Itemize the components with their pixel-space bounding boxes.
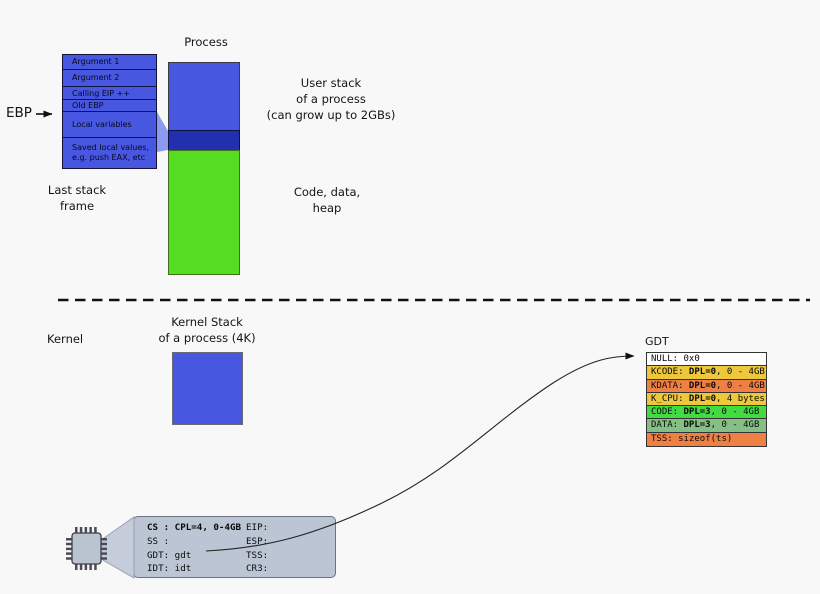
gdt-entry-label: KCODE:	[651, 367, 684, 378]
gdt-entry-label: CODE:	[651, 407, 679, 418]
register-ss: SS :	[147, 535, 170, 547]
process-title: Process	[184, 35, 228, 49]
gdt-row-tss: TSS: sizeof(ts)	[647, 432, 766, 447]
cpu-registers-right-column: EIP: ESP: TSS: CR3:	[246, 521, 268, 576]
gdt-entry-range: , 4 bytes	[716, 393, 765, 404]
gdt-entry-label: DATA:	[651, 420, 679, 431]
gdt-row-null: NULL: 0x0	[647, 353, 766, 367]
cpu-chip-icon	[66, 527, 107, 570]
register-esp: ESP:	[246, 535, 269, 547]
kernel-label: Kernel	[47, 332, 84, 346]
gdt-row-kcode: KCODE: DPL=0, 0 - 4GB	[647, 366, 766, 380]
ebp-label: EBP	[6, 105, 32, 121]
gdt-entry-dpl: DPL=3	[678, 407, 711, 418]
gdt-row-data: DATA: DPL=3, 0 - 4GB	[647, 419, 766, 433]
kernel-stack-note: Kernel Stack of a process (4K)	[158, 315, 256, 345]
gdt-entry-range: , 0 - 4GB	[716, 380, 765, 391]
gdt-row-code: CODE: DPL=3, 0 - 4GB	[647, 406, 766, 420]
stack-frame-box: Argument 1 Argument 2 Calling EIP ++ Old…	[62, 54, 157, 169]
gdt-entry-dpl: DPL=0	[683, 393, 717, 404]
gdt-entry-range: , 0 - 4GB	[710, 407, 760, 418]
gdt-entry-label: TSS:	[651, 433, 673, 444]
user-stack-note: User stack of a process (can grow up to …	[266, 76, 396, 122]
register-gdt: GDT: gdt	[147, 549, 192, 561]
gdt-entry-dpl: DPL=0	[683, 380, 717, 391]
gdt-entry-label: NULL:	[651, 354, 679, 364]
gdt-entry-dpl: DPL=0	[683, 367, 717, 378]
gdt-entry-label: K_CPU:	[651, 393, 684, 404]
stack-frame-row: Old EBP	[63, 100, 156, 113]
register-tss: TSS:	[246, 549, 269, 561]
gdt-row-kcpu: K_CPU: DPL=0, 4 bytes	[647, 392, 766, 407]
gdt-entry-range: sizeof(ts)	[672, 433, 733, 444]
current-stack-frame-band	[168, 130, 240, 151]
chip-connector	[100, 516, 135, 579]
user-stack-segment	[168, 62, 240, 131]
gdt-row-kdata: KDATA: DPL=0, 0 - 4GB	[647, 379, 766, 393]
register-eip: EIP:	[246, 522, 269, 533]
kernel-stack-box	[172, 352, 243, 425]
gdt-entry-range: , 0 - 4GB	[716, 367, 765, 378]
stack-frame-row: Argument 1	[63, 55, 156, 70]
gdt-entry-label: KDATA:	[651, 380, 684, 391]
code-data-heap-note: Code, data, heap	[293, 185, 361, 215]
last-stack-frame-caption: Last stack frame	[47, 183, 107, 213]
stack-frame-row: Calling EIP ++	[63, 87, 156, 101]
frame-to-band-connector	[157, 112, 168, 152]
register-idt: IDT: idt	[147, 563, 192, 575]
gdt-title: GDT	[645, 335, 669, 348]
gdt-entry-dpl: DPL=3	[678, 420, 711, 431]
gdt-entry-range: , 0 - 4GB	[710, 420, 760, 431]
stack-frame-row: Local variables	[63, 112, 156, 138]
gdt-table: NULL: 0x0 KCODE: DPL=0, 0 - 4GB KDATA: D…	[646, 352, 767, 448]
register-cs: CS : CPL=4, 0-4GB	[147, 522, 242, 533]
stack-frame-row: Saved local values, e.g. push EAX, etc	[72, 143, 150, 162]
code-data-heap-segment	[168, 150, 240, 275]
cpu-registers-left-column: CS : CPL=4, 0-4GB SS : GDT: gdt IDT: idt	[147, 521, 241, 576]
gdt-entry-range: 0x0	[678, 354, 700, 364]
cpu-register-box: CS : CPL=4, 0-4GB SS : GDT: gdt IDT: idt…	[133, 516, 336, 578]
stack-frame-row: Argument 2	[63, 70, 156, 88]
register-cr3: CR3:	[246, 563, 269, 575]
